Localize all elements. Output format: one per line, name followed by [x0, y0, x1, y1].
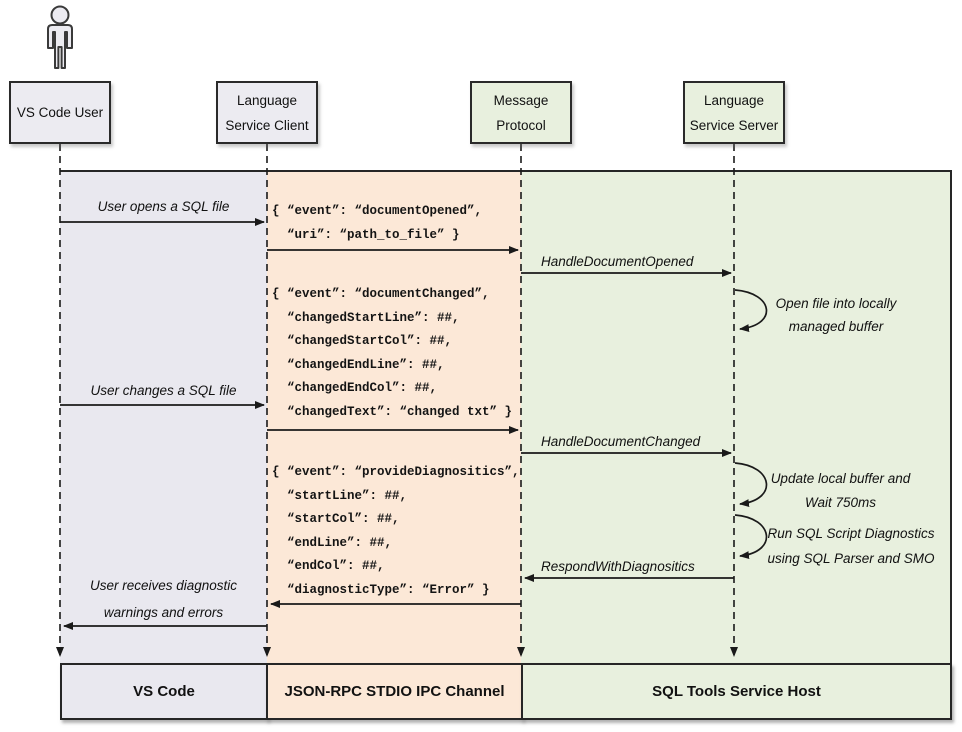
actor-box-message-protocol: Message Protocol	[470, 81, 572, 144]
footer-box-json-rpc-channel: JSON-RPC STDIO IPC Channel	[266, 663, 523, 720]
actor-label: Protocol	[496, 117, 546, 133]
label-handle-document-changed: HandleDocumentChanged	[541, 434, 701, 449]
actor-label: Service Client	[225, 117, 309, 133]
actor-box-language-service-server: Language Service Server	[683, 81, 785, 144]
note-run-diagnostics: Run SQL Script Diagnostics using SQL Par…	[767, 526, 935, 566]
actor-label: VS Code User	[16, 105, 104, 120]
actor-label: Language	[236, 92, 298, 108]
band-service-host	[521, 172, 950, 663]
self-loop-run-diagnostics	[734, 514, 768, 560]
actor-box-vs-code-user: VS Code User	[9, 81, 111, 144]
footer-box-sql-tools-service-host: SQL Tools Service Host	[521, 663, 952, 720]
label-handle-document-opened: HandleDocumentOpened	[541, 254, 694, 269]
label-user-opens: User opens a SQL file	[97, 199, 230, 214]
actor-label: Service Server	[689, 117, 779, 133]
actor-label: Message	[493, 92, 549, 108]
note-update-buffer: Update local buffer and Wait 750ms	[770, 471, 911, 510]
footer-box-vs-code: VS Code	[60, 663, 268, 720]
person-icon	[47, 5, 73, 69]
label-user-changes: User changes a SQL file	[90, 383, 237, 398]
actor-box-language-service-client: Language Service Client	[216, 81, 318, 144]
message-json-document-changed: { “event”: “documentChanged”, “changedSt…	[272, 287, 513, 419]
band-vs-code	[60, 172, 267, 663]
self-loop-open-file	[734, 289, 768, 333]
note-open-file: Open file into locally managed buffer	[775, 296, 897, 334]
actor-label: Language	[703, 92, 765, 108]
band-ipc-channel	[267, 172, 521, 663]
label-user-receives: User receives diagnostic warnings and er…	[89, 578, 238, 620]
message-json-document-opened: { “event”: “documentOpened”, “uri”: “pat…	[272, 204, 483, 242]
self-loop-update-buffer	[734, 462, 768, 508]
message-json-provide-diagnostics: { “event”: “provideDiagnositics”, “start…	[272, 465, 520, 597]
label-respond-with-diagnostics: RespondWithDiagnositics	[541, 559, 695, 574]
swimlane-bands	[60, 170, 952, 663]
